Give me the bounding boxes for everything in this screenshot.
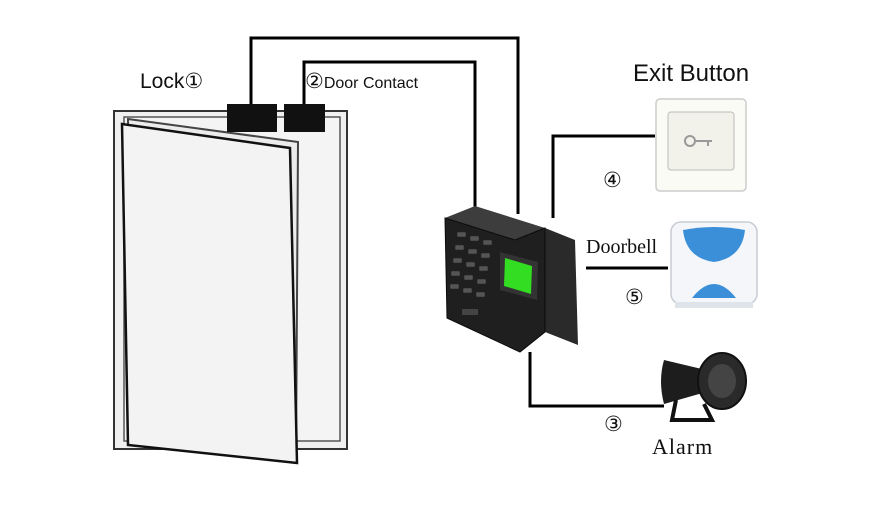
doorbell-base [675, 302, 753, 308]
exit-button-wire [551, 134, 655, 218]
exit-wire-number: ④ [603, 169, 622, 192]
terminal-side [545, 228, 578, 345]
door-contact-text: Door Contact [323, 75, 419, 92]
door-leaf-front [120, 122, 299, 465]
alarm-wire [528, 352, 664, 408]
door [113, 104, 348, 465]
fingerprint-terminal [444, 206, 578, 353]
siren-bracket [669, 399, 716, 422]
door-contact-wire [302, 60, 477, 207]
terminal-slot [462, 309, 478, 315]
lock-device [227, 104, 277, 132]
door-contact-label: ②Door Contact [305, 69, 418, 94]
terminal-top [445, 206, 545, 240]
alarm-label: Alarm [652, 434, 714, 459]
door-contact-number: ② [305, 70, 324, 93]
exit-button-label: Exit Button [633, 60, 750, 87]
fingerprint-sensor [504, 258, 532, 294]
siren-mouth-inner [708, 364, 736, 398]
alarm-wire-number: ③ [604, 413, 623, 436]
siren-horn [661, 360, 709, 404]
lock-wire [249, 36, 520, 214]
doorbell-top-panel [683, 227, 745, 262]
exit-button-device [655, 98, 747, 192]
doorbell-label: Doorbell [586, 236, 658, 258]
keypad [449, 231, 493, 298]
alarm-siren [661, 352, 747, 422]
lock-label: Lock① [140, 70, 204, 93]
doorbell-bottom-panel [692, 284, 736, 298]
doorbell-wire-number: ⑤ [625, 286, 644, 309]
wiring [249, 36, 668, 408]
doorbell-device [670, 221, 758, 308]
door-contact-device [284, 104, 325, 132]
